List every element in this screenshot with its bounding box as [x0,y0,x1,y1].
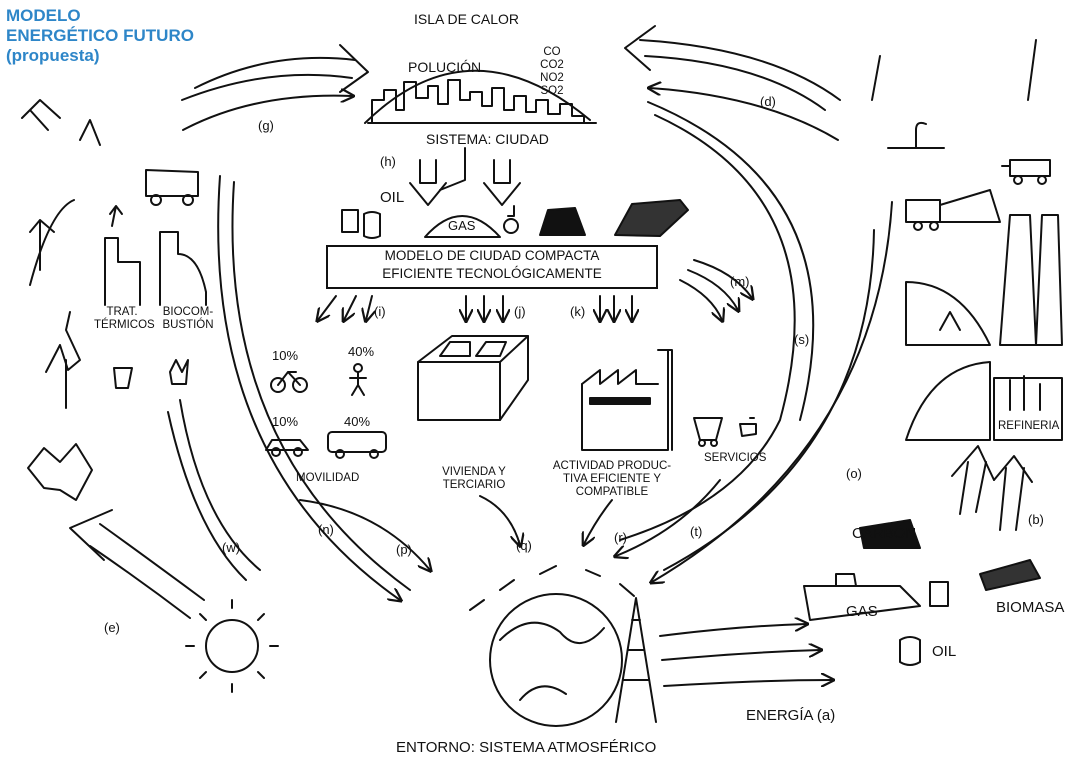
label-p: (p) [396,542,412,557]
label-j: (j) [514,304,526,319]
label-n: (n) [318,522,334,537]
activity-line3: COMPATIBLE [575,486,649,498]
title-line1: MODELO [6,6,81,25]
sun [185,599,279,693]
arrow-d [624,25,841,141]
label-m: (m) [730,274,750,289]
left-renewables [21,99,207,501]
thermal-treatment-label: TRAT. TÉRMICOS [94,306,155,332]
car-percent: 10% [272,414,299,429]
label-e: (e) [104,620,120,635]
service-icons [693,417,757,447]
label-k: (k) [570,304,586,319]
housing-label: VIVIENDA Y TERCIARIO [434,466,514,492]
gas-list: CO CO2 NO2 SO2 [532,46,572,98]
label-o: (o) [846,466,862,481]
activity-line1: ACTIVIDAD PRODUC- [552,460,672,472]
label-t: (t) [690,524,703,539]
arrows-pqrt [299,479,721,570]
label-i: (i) [374,304,386,319]
model-box-line2: EFICIENTE TECNOLÓGICAMENTE [382,266,602,281]
gas-no2: NO2 [540,72,564,84]
oil-label: OIL [380,189,405,206]
mobility-label: MOVILIDAD [296,472,360,484]
mobility-icons [265,363,387,459]
factory [581,349,673,451]
right-fossil [803,39,1063,666]
gas-dome-label: GAS [448,218,476,233]
refinery-label: REFINERIA [998,420,1060,432]
label-r: (r) [614,530,627,545]
label-q: (q) [516,538,532,553]
gas-so2: SO2 [540,85,564,97]
bike-percent: 10% [272,348,299,363]
model-box: MODELO DE CIUDAD COMPACTA EFICIENTE TECN… [326,245,658,289]
bio-line2: BUSTIÓN [162,319,214,331]
coal-label: CARBÓN [852,525,917,542]
title-line2: ENERGÉTICO FUTURO [6,26,194,45]
system-city-label: SISTEMA: CIUDAD [426,131,549,147]
services-label: SERVICIOS [704,452,767,464]
gas-co2: CO2 [540,59,564,71]
trat-line2: TÉRMICOS [94,319,155,331]
arrows-ijk [318,295,632,320]
arrow-g [181,44,369,131]
arrows-nw [167,175,411,600]
label-g: (g) [258,118,274,133]
label-d: (d) [760,94,776,109]
resource-icons [341,199,689,239]
diagram-title: MODELO ENERGÉTICO FUTURO (propuesta) [6,6,194,66]
arrow-s [619,101,815,541]
arrows-ob [652,201,1033,582]
housing-building [417,335,529,421]
housing-line1: VIVIENDA Y [442,466,506,478]
activity-label: ACTIVIDAD PRODUC- TIVA EFICIENTE Y COMPA… [548,460,676,499]
gas-co: CO [543,46,561,58]
city-dome [364,69,597,124]
bio-line1: BIOCOM- [162,306,214,318]
arrow-e [69,509,205,619]
model-box-line1: MODELO DE CIUDAD COMPACTA [384,248,600,263]
housing-line2: TERCIARIO [442,479,506,491]
environment-label: ENTORNO: SISTEMA ATMOSFÉRICO [396,739,657,756]
ship-gas-label: GAS [846,603,878,620]
label-w: (w) [222,540,241,555]
earth [469,565,635,727]
heat-island-label: ISLA DE CALOR [414,11,520,27]
pylon [615,597,657,723]
arrows-energy-a [659,624,832,686]
arrow-h [409,147,521,206]
walk-percent: 40% [348,344,375,359]
bus-percent: 40% [344,414,371,429]
label-b: (b) [1028,512,1044,527]
biocombustion-label: BIOCOM- BUSTIÓN [156,306,220,332]
right-oil-label: OIL [932,643,957,660]
label-h: (h) [380,154,396,169]
arrows-m [679,259,752,320]
title-line3: (propuesta) [6,46,100,65]
pollution-label: POLUCIÓN [408,59,482,75]
label-a: ENERGÍA (a) [746,707,836,724]
trat-line1: TRAT. [106,306,138,318]
label-s: (s) [794,332,810,347]
activity-line2: TIVA EFICIENTE Y [563,473,661,485]
biomass-label: BIOMASA [996,599,1065,616]
